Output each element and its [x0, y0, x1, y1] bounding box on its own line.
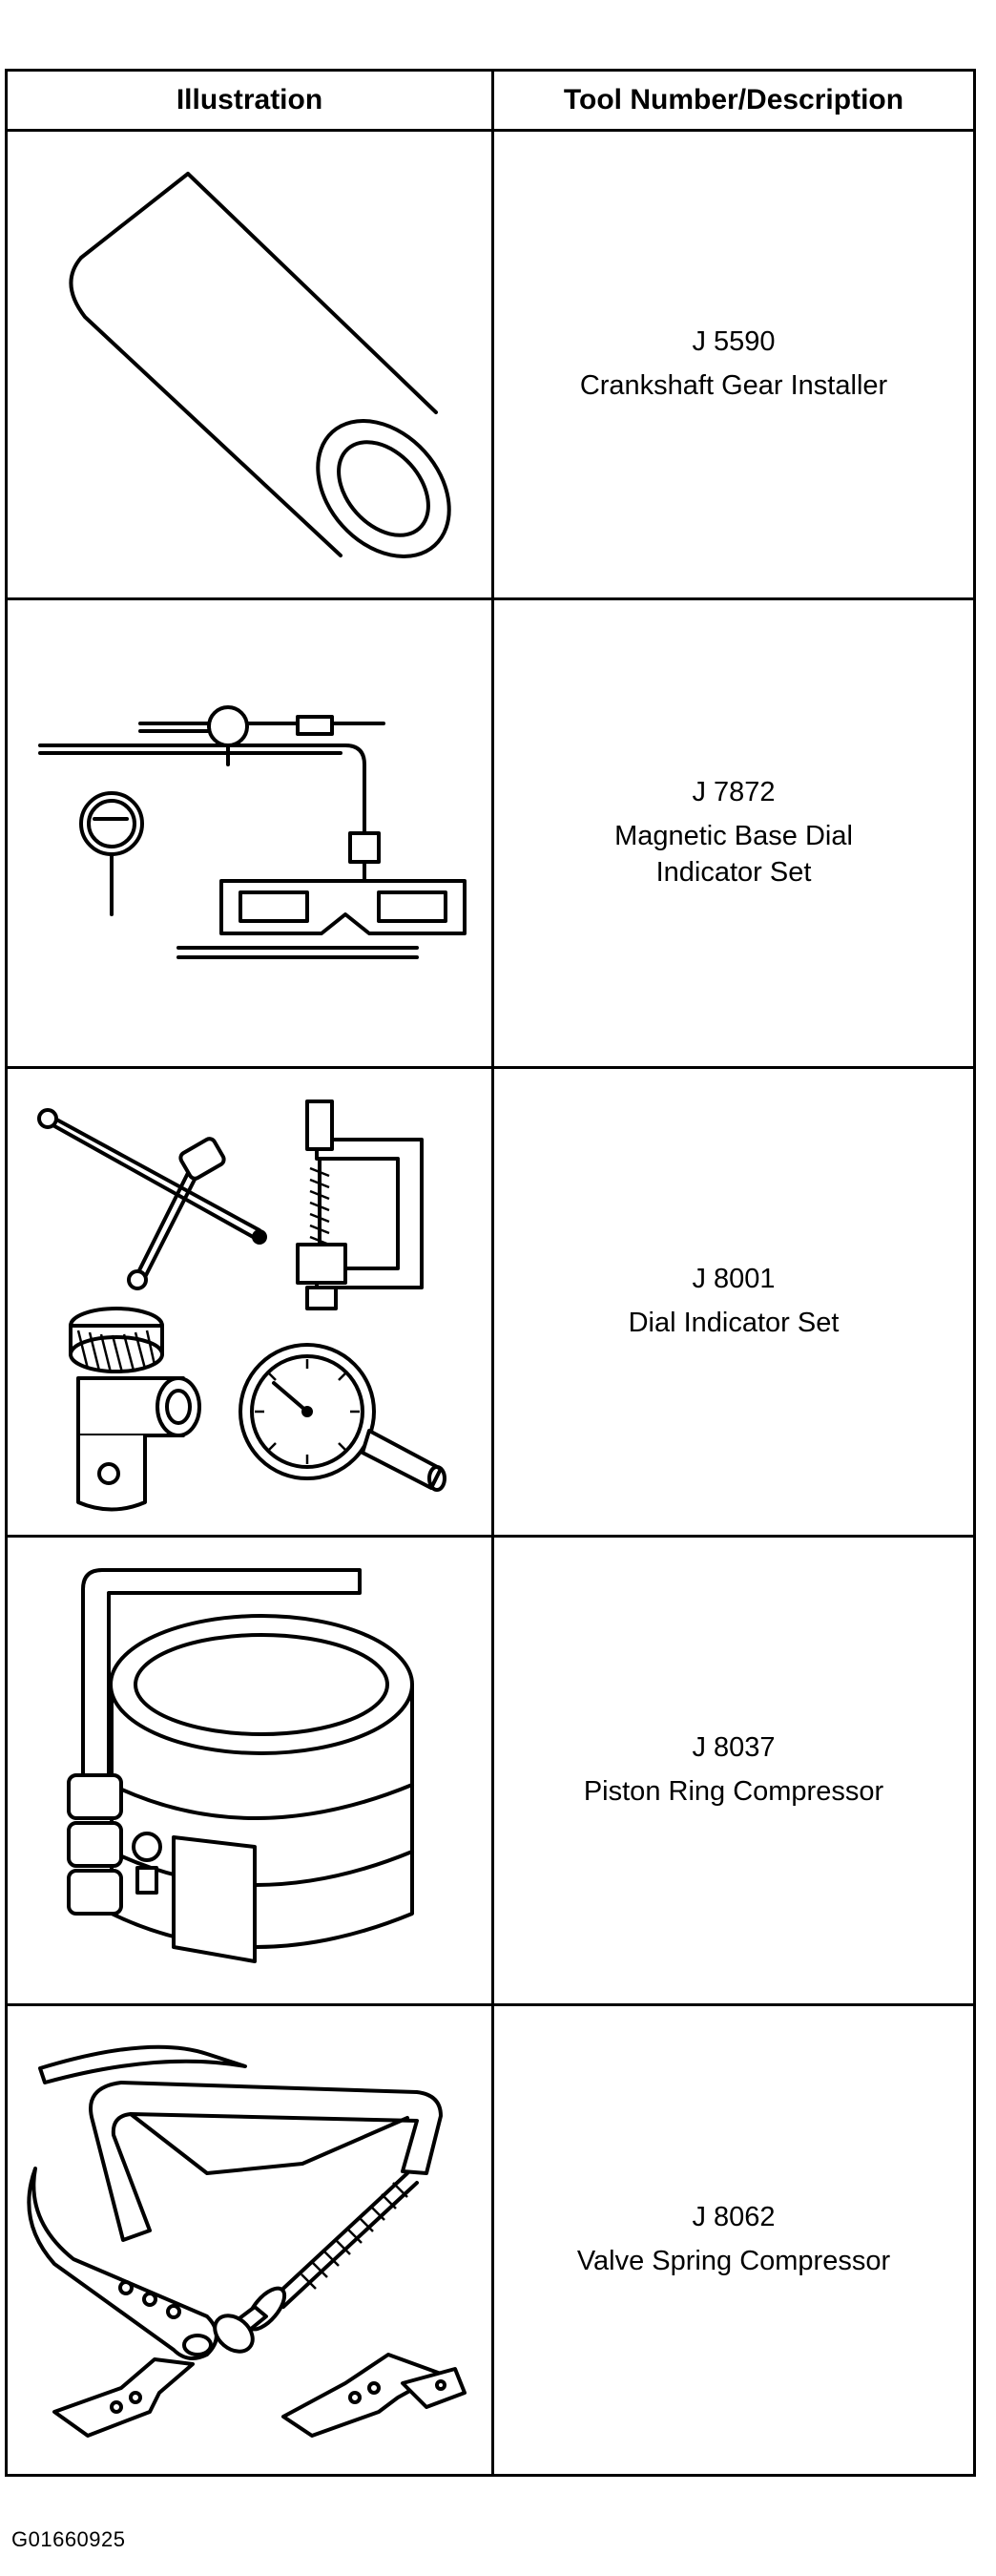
- tool-number: J 8062: [692, 2202, 776, 2233]
- crankshaft-gear-installer-illustration: [68, 172, 451, 558]
- valve-spring-compressor-illustration: [26, 2044, 467, 2438]
- header-description: Tool Number/Description: [491, 69, 976, 132]
- dial-indicator-set-illustration: [36, 1100, 446, 1512]
- illustration-cell: [5, 1535, 494, 2006]
- tool-description: Magnetic Base Dial Indicator Set: [614, 821, 853, 888]
- table-row: J 8037 Piston Ring Compressor: [5, 1535, 976, 2006]
- illustration-cell: [5, 2003, 494, 2477]
- illustration-cell: [5, 597, 494, 1069]
- description-cell: J 8037 Piston Ring Compressor: [491, 1535, 976, 2006]
- tool-description: Dial Indicator Set: [628, 1308, 840, 1338]
- tool-number: J 5590: [692, 326, 776, 358]
- table-row: J 5590 Crankshaft Gear Installer: [5, 129, 976, 600]
- illustration-cell: [5, 1066, 494, 1538]
- table-row: J 7872 Magnetic Base Dial Indicator Set: [5, 597, 976, 1069]
- tool-number: J 7872: [692, 777, 776, 808]
- tool-number: J 8001: [692, 1264, 776, 1295]
- tool-description: Piston Ring Compressor: [583, 1776, 884, 1807]
- magnetic-base-dial-indicator-illustration: [37, 705, 467, 959]
- header-illustration: Illustration: [5, 69, 494, 132]
- piston-ring-compressor-illustration: [66, 1568, 414, 1963]
- description-cell: J 7872 Magnetic Base Dial Indicator Set: [491, 597, 976, 1069]
- tool-number: J 8037: [692, 1732, 776, 1764]
- header-row: Illustration Tool Number/Description: [5, 69, 976, 132]
- description-cell: J 5590 Crankshaft Gear Installer: [491, 129, 976, 600]
- illustration-cell: [5, 129, 494, 600]
- description-cell: J 8001 Dial Indicator Set: [491, 1066, 976, 1538]
- description-cell: J 8062 Valve Spring Compressor: [491, 2003, 976, 2477]
- table-row: J 8062 Valve Spring Compressor: [5, 2003, 976, 2477]
- table-row: J 8001 Dial Indicator Set: [5, 1066, 976, 1538]
- tool-table: Illustration Tool Number/Description J 5…: [5, 69, 976, 2477]
- tool-description: Crankshaft Gear Installer: [579, 370, 888, 401]
- figure-id: G01660925: [11, 2527, 126, 2551]
- tool-description: Valve Spring Compressor: [576, 2246, 891, 2276]
